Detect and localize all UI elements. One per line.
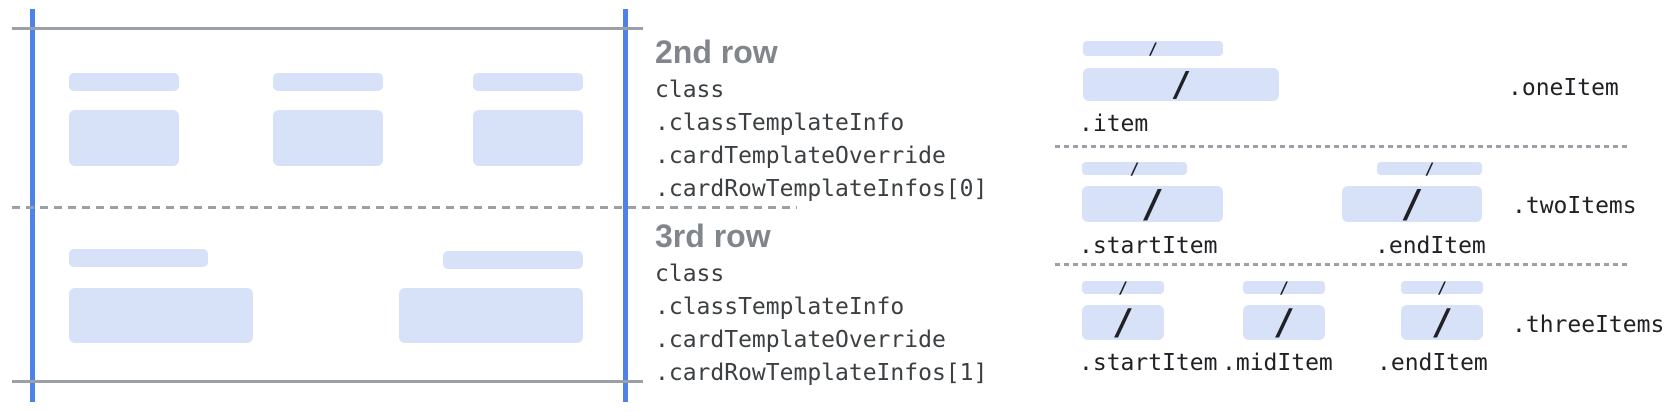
slash-glyph: / [1279, 277, 1289, 297]
row2-col1-label-placeholder [69, 73, 179, 91]
row2-code-block: class .classTemplateInfo .cardTemplateOv… [655, 74, 987, 206]
card-left-guide-line [30, 9, 35, 402]
row2-col2-label-placeholder [273, 73, 383, 91]
row3-code-line-3: .cardTemplateOverride [655, 327, 946, 353]
two-items-caption: .twoItems [1512, 193, 1637, 219]
slash-glyph: / [1148, 38, 1158, 58]
card-row-divider-dashed-line [12, 206, 797, 209]
two-items-start-value-bar: / [1082, 182, 1223, 226]
row3-code-line-2: .classTemplateInfo [655, 294, 905, 320]
one-item-value-bar: / [1083, 64, 1279, 105]
three-items-mid-label: .midItem [1222, 350, 1333, 376]
slash-glyph: / [1437, 277, 1447, 297]
row3-code-block: class .classTemplateInfo .cardTemplateOv… [655, 258, 987, 390]
three-items-mid-label-bar: / [1243, 277, 1325, 297]
two-items-end-label-bar: / [1377, 158, 1482, 178]
slash-glyph: / [1273, 301, 1295, 343]
two-items-end-label: .endItem [1375, 233, 1486, 259]
card-top-edge-line [12, 27, 643, 30]
row2-col1-value-placeholder [69, 110, 179, 166]
slash-glyph: / [1118, 277, 1128, 297]
slash-glyph: / [1129, 158, 1140, 178]
row3-code-line-4: .cardRowTemplateInfos[1] [655, 360, 988, 386]
row2-col3-value-placeholder [473, 110, 583, 166]
row2-code-line-4: .cardRowTemplateInfos[0] [655, 176, 988, 202]
three-items-end-label-bar: / [1401, 277, 1483, 297]
row3-col1-value-placeholder [69, 288, 253, 343]
slash-glyph: / [1170, 64, 1192, 105]
three-items-end-label: .endItem [1377, 350, 1488, 376]
row3-col2-value-placeholder [399, 288, 583, 343]
row2-code-line-2: .classTemplateInfo [655, 110, 905, 136]
row2-col3-label-placeholder [473, 73, 583, 91]
row3-col2-label-placeholder [443, 251, 583, 269]
row2-code-line-3: .cardTemplateOverride [655, 143, 946, 169]
slash-glyph: / [1141, 182, 1164, 226]
three-items-end-value-bar: / [1401, 301, 1483, 343]
two-items-start-label-bar: / [1082, 158, 1187, 178]
template-separator-line-1 [1055, 145, 1630, 148]
two-items-end-value-bar: / [1342, 182, 1482, 226]
three-items-start-value-bar: / [1082, 301, 1164, 343]
three-items-mid-value-bar: / [1243, 301, 1325, 343]
card-right-guide-line [623, 9, 628, 402]
slash-glyph: / [1400, 182, 1424, 226]
card-bottom-edge-line [12, 380, 643, 383]
row2-col2-value-placeholder [273, 110, 383, 166]
row3-col1-label-placeholder [69, 249, 208, 267]
three-items-caption: .threeItems [1512, 312, 1665, 338]
row3-code-line-1: class [655, 261, 725, 287]
slash-glyph: / [1112, 301, 1134, 343]
slash-glyph: / [1424, 158, 1435, 178]
row2-heading: 2nd row [655, 34, 778, 70]
row3-heading: 3rd row [655, 218, 771, 254]
three-items-start-label-bar: / [1082, 277, 1164, 297]
template-separator-line-2 [1055, 263, 1630, 266]
slash-glyph: / [1431, 301, 1453, 343]
one-item-label-bar: / [1083, 38, 1223, 58]
one-item-caption: .oneItem [1508, 75, 1619, 101]
one-item-item-label: .item [1079, 111, 1149, 137]
two-items-start-label: .startItem [1079, 233, 1218, 259]
row2-code-line-1: class [655, 77, 725, 103]
three-items-start-label: .startItem [1079, 350, 1218, 376]
